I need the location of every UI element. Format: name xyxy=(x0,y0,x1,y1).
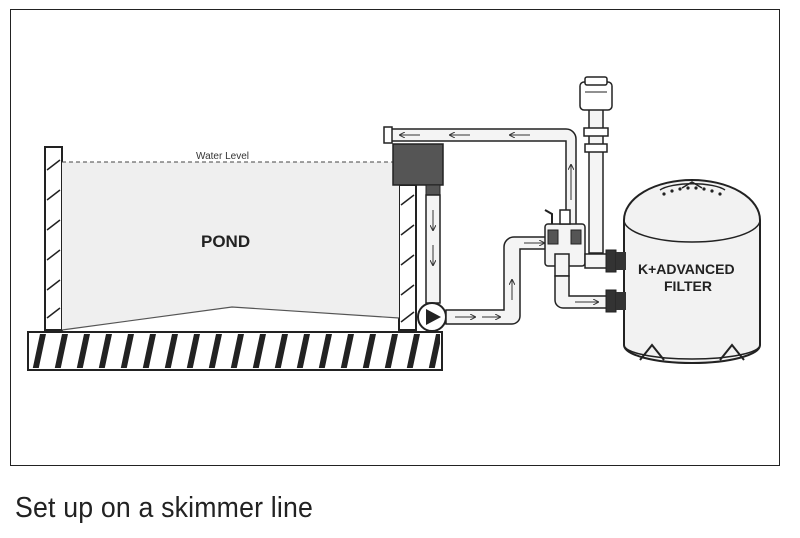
air-release-pipe xyxy=(583,107,609,254)
pond-right-wall xyxy=(398,184,417,331)
skimmer xyxy=(392,143,444,196)
diagram-frame xyxy=(10,9,780,466)
return-pipe xyxy=(383,126,577,233)
pond-liner xyxy=(61,306,400,331)
filter-outlet-pipe xyxy=(554,275,617,313)
ground xyxy=(27,331,443,371)
filter-inlet-pipe xyxy=(584,249,617,273)
pump-icon xyxy=(417,302,447,332)
pond-left-wall xyxy=(44,146,63,331)
air-release-icon xyxy=(579,76,613,111)
filter-label-line2: FILTER xyxy=(664,278,712,294)
valve-icon xyxy=(544,209,586,277)
pond-label: POND xyxy=(201,232,250,251)
filter-tank xyxy=(616,179,761,364)
diagram-caption: Set up on a skimmer line xyxy=(15,492,314,524)
water-level-label: Water Level xyxy=(196,151,249,162)
pond-water xyxy=(62,162,399,330)
filter-label-line1: K+ADVANCED xyxy=(638,261,735,277)
suction-pipe xyxy=(425,194,441,304)
pressure-pipe xyxy=(445,236,556,325)
